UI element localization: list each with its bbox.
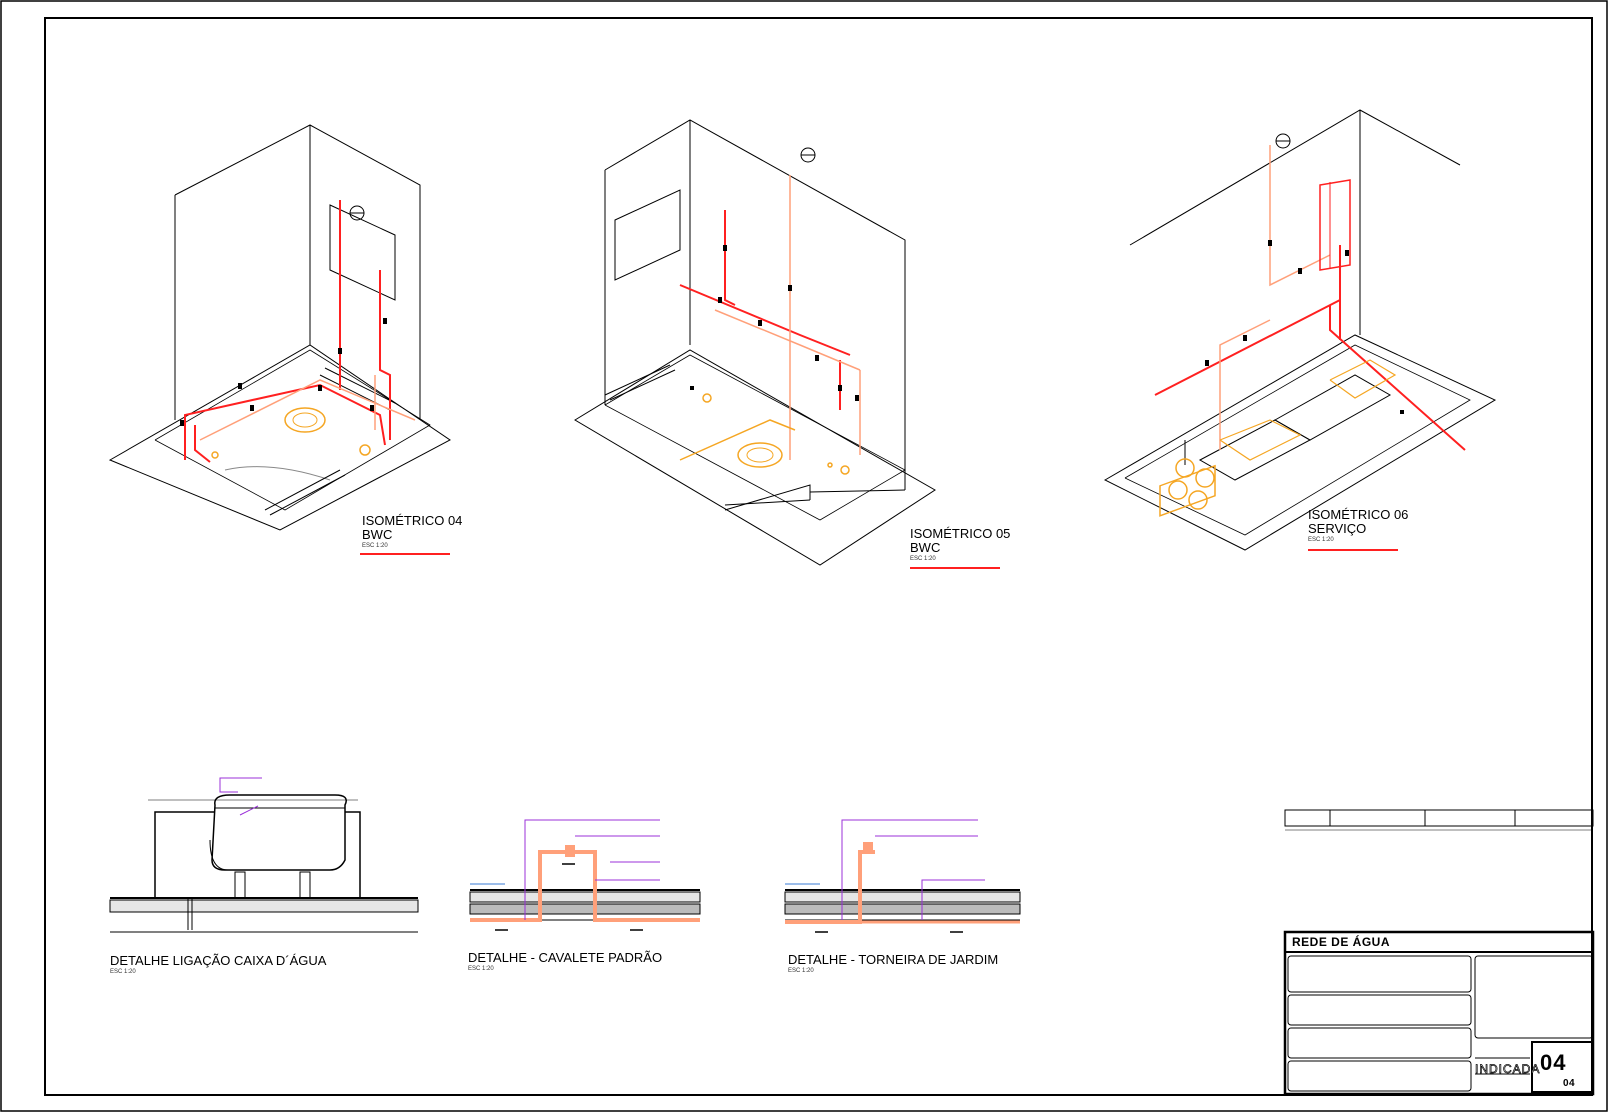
detail-garden-tap-pipes (785, 819, 1020, 933)
isometric-04-drawing (108, 124, 451, 531)
isometric-04-subtitle: BWC (362, 527, 393, 542)
detail-cavalete-scale: ESC 1:20 (468, 966, 494, 972)
detail-cavalete-title: DETALHE - CAVALETE PADRÃO (468, 950, 663, 965)
isometric-04-scale-bar (360, 553, 450, 555)
isometric-05-drawing (574, 119, 936, 566)
sheet-title: REDE DE ÁGUA (1292, 935, 1391, 949)
isometric-06-title: ISOMÉTRICO 06 (1308, 507, 1409, 522)
isometric-05-scale-bar (910, 567, 1000, 569)
isometric-05-title: ISOMÉTRICO 05 (910, 526, 1011, 541)
isometric-06-drawing (1103, 109, 1497, 551)
isometric-05-pipes (679, 175, 861, 475)
detail-water-tank-scale: ESC 1:20 (110, 969, 136, 975)
detail-water-tank-drawing (109, 794, 419, 933)
sheet-number-small: 04 (1563, 1078, 1576, 1089)
sheet-scale-label: INDICADA (1475, 1062, 1541, 1077)
isometric-05-subtitle: BWC (910, 540, 941, 555)
isometric-05-scale: ESC 1:20 (910, 556, 936, 562)
isometric-04-scale: ESC 1:20 (362, 543, 388, 549)
isometric-06-scale: ESC 1:20 (1308, 537, 1334, 543)
isometric-05-fittings (690, 245, 859, 401)
isometric-06-fittings (1205, 240, 1404, 414)
isometric-04-title: ISOMÉTRICO 04 (362, 513, 463, 528)
sheet-number: 04 (1540, 1050, 1567, 1075)
detail-garden-tap-drawing (784, 889, 1021, 921)
detail-cavalete-pipes (470, 819, 700, 931)
detail-water-tank-title: DETALHE LIGAÇÃO CAIXA D´ÁGUA (110, 953, 327, 968)
detail-garden-tap-scale: ESC 1:20 (788, 968, 814, 974)
isometric-06-subtitle: SERVIÇO (1308, 521, 1367, 536)
isometric-04-pipes (184, 200, 416, 463)
isometric-04-fittings (180, 318, 387, 426)
detail-garden-tap-title: DETALHE - TORNEIRA DE JARDIM (788, 952, 999, 967)
detail-cavalete-drawing (469, 889, 701, 921)
title-block (1283, 809, 1595, 1096)
isometric-06-pipes (1154, 145, 1466, 517)
detail-water-tank-annotations (219, 777, 262, 816)
isometric-06-scale-bar (1308, 549, 1398, 551)
